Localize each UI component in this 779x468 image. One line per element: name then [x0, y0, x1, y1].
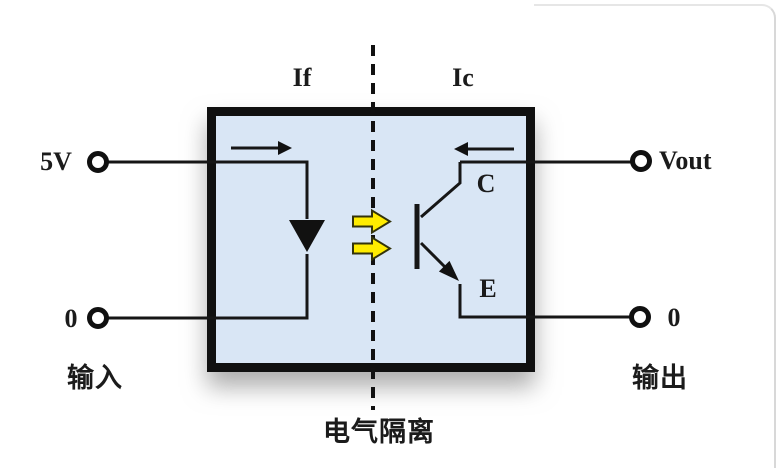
transistor-collector-lead	[420, 162, 462, 219]
transistor-emitter-arrowhead	[438, 260, 459, 281]
input-voltage-label: 5V	[40, 147, 72, 176]
light-emission-arrows	[352, 208, 392, 262]
input-0-terminal	[87, 307, 109, 329]
input-wire-bottom	[107, 254, 309, 320]
forward-current-arrow-icon	[231, 141, 292, 155]
output-voltage-label: Vout	[659, 146, 712, 175]
forward-current-label: If	[292, 63, 312, 92]
output-vout-terminal	[630, 150, 652, 172]
led-symbol	[289, 220, 325, 252]
collector-current-arrow-icon	[454, 142, 514, 156]
input-ground-label: 0	[64, 304, 78, 333]
output-caption: 输出	[632, 363, 688, 393]
light-arrow-icon	[352, 235, 392, 262]
output-wire-bottom	[458, 284, 630, 319]
transistor-emitter-lead	[419, 241, 448, 270]
phototransistor-symbol	[414, 162, 462, 281]
output-ground-label: 0	[667, 303, 681, 332]
input-wire-top	[106, 160, 309, 219]
input-caption: 输入	[67, 363, 123, 393]
isolation-caption: 电气隔离	[323, 417, 435, 447]
collector-pin-label: C	[476, 169, 496, 198]
emitter-pin-label: E	[479, 274, 497, 303]
input-5v-terminal	[87, 151, 109, 173]
collector-current-label: Ic	[452, 63, 474, 92]
output-0-terminal	[629, 306, 651, 328]
light-arrow-icon	[352, 208, 392, 235]
